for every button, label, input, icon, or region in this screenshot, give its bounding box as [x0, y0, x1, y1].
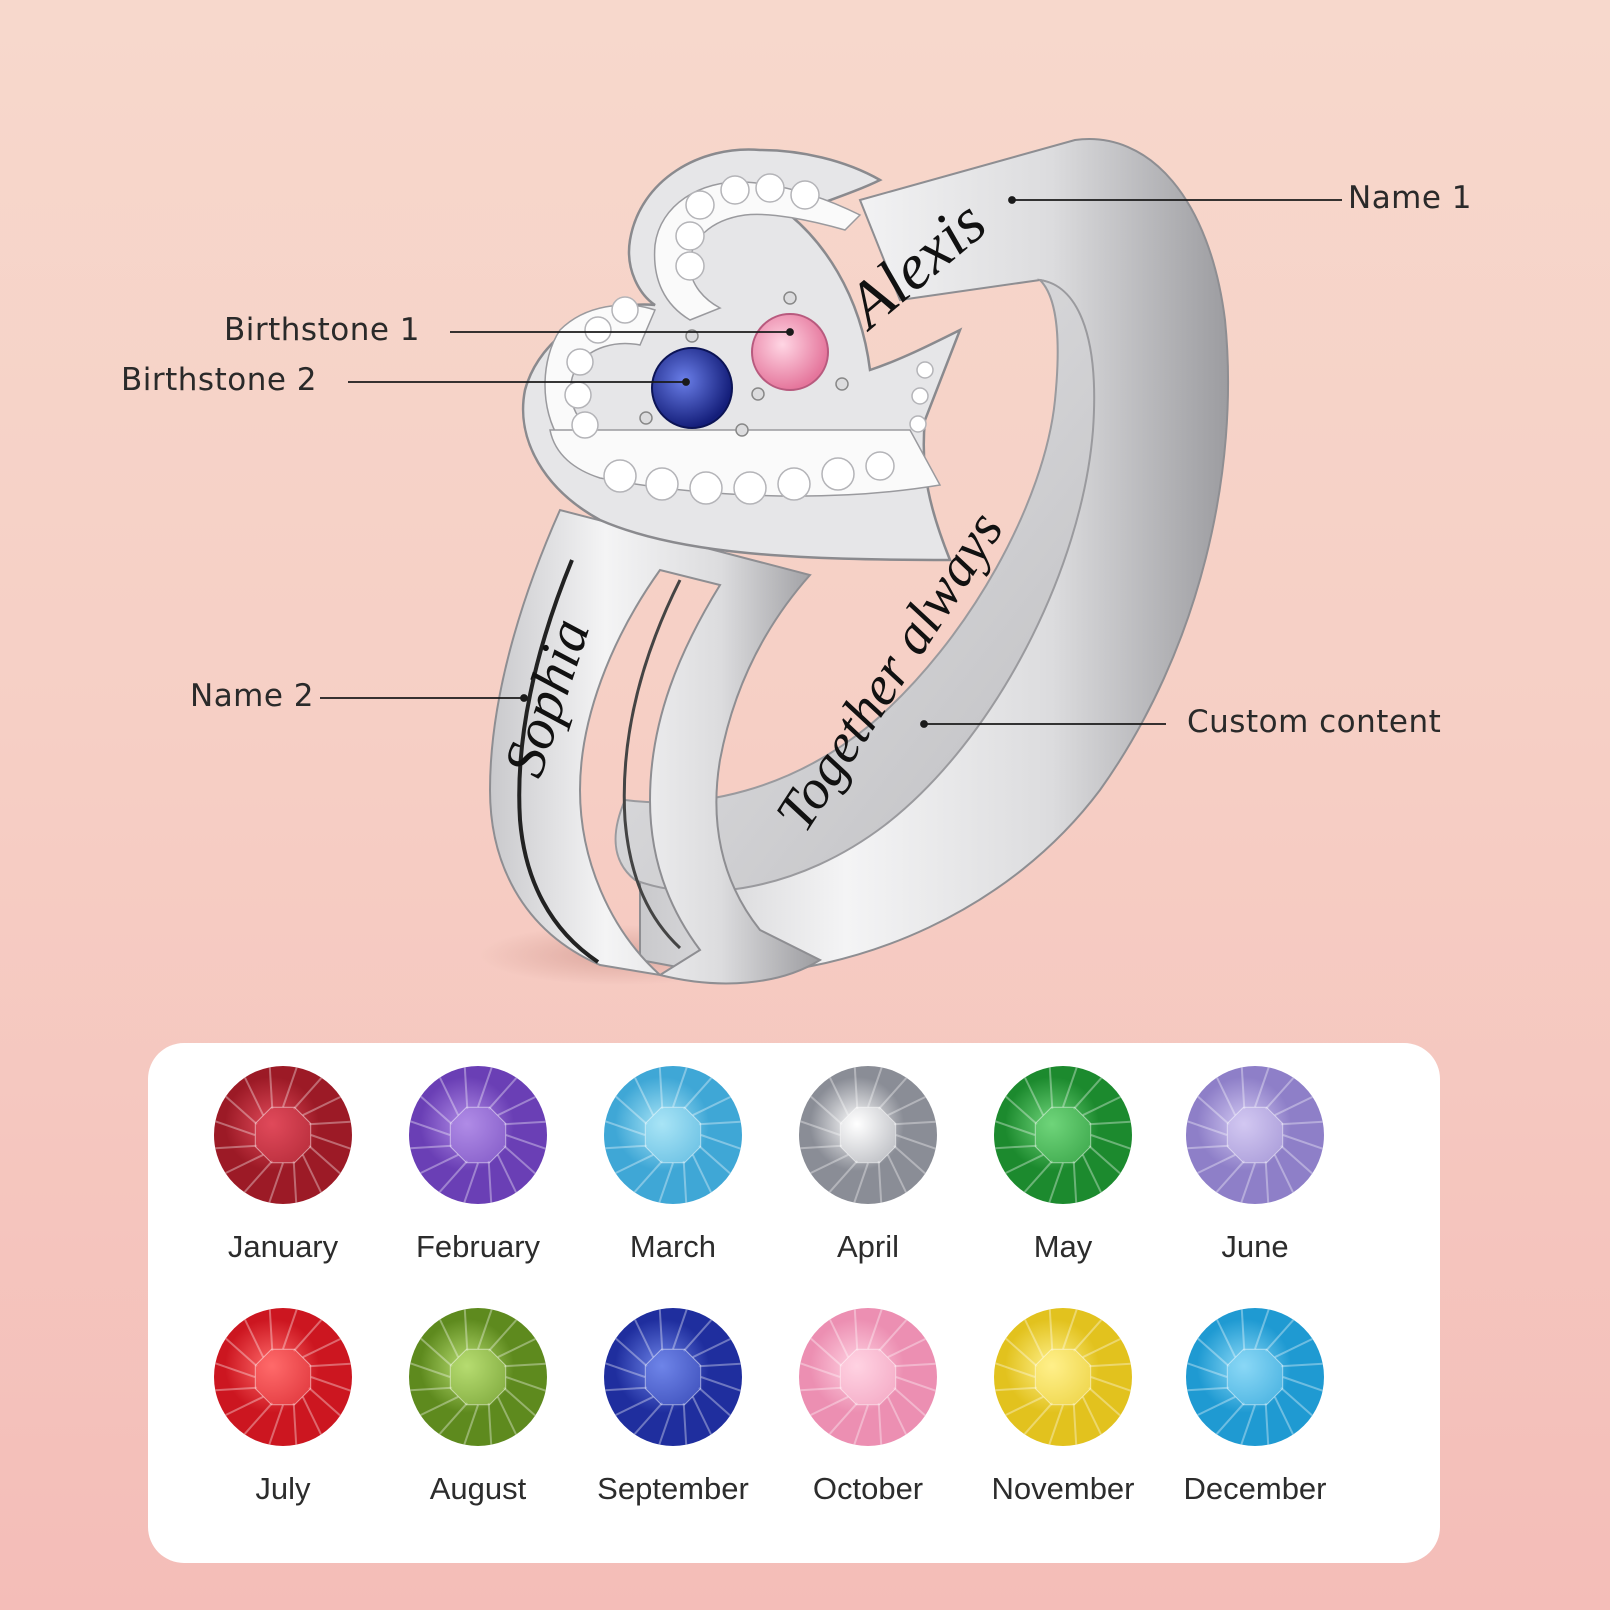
callout-custom: Custom content: [1187, 704, 1442, 740]
callout-name2: Name 2: [190, 678, 315, 714]
birthstone-option[interactable]: October: [773, 1305, 963, 1535]
birthstone-option[interactable]: August: [383, 1305, 573, 1535]
birthstone-option[interactable]: April: [773, 1063, 963, 1293]
birthstone-option[interactable]: January: [188, 1063, 378, 1293]
birthstone-month-label: November: [991, 1471, 1135, 1506]
birthstone-month-label: October: [812, 1471, 924, 1506]
birthstone-month-label: August: [429, 1471, 527, 1506]
gem-icon: [1186, 1066, 1324, 1204]
gem-icon: [994, 1066, 1132, 1204]
birthstone-option[interactable]: June: [1160, 1063, 1350, 1293]
callout-birthstone2: Birthstone 2: [121, 362, 317, 398]
birthstone-month-label: March: [629, 1229, 717, 1264]
gem-icon: [214, 1308, 352, 1446]
gem-icon: [799, 1308, 937, 1446]
birthstone-month-label: June: [1221, 1229, 1289, 1264]
birthstone-month-label: April: [836, 1229, 899, 1264]
birthstone-option[interactable]: May: [968, 1063, 1158, 1293]
birthstone-option[interactable]: March: [578, 1063, 768, 1293]
pave-diamonds: [564, 173, 934, 505]
ring-band-front: [488, 508, 823, 985]
birthstone-option[interactable]: July: [188, 1305, 378, 1535]
birthstone-month-label: September: [597, 1471, 749, 1506]
gem-icon: [799, 1066, 937, 1204]
gem-icon: [604, 1308, 742, 1446]
birthstone-option[interactable]: September: [578, 1305, 768, 1535]
gem-icon: [409, 1308, 547, 1446]
birthstone-month-label: May: [1033, 1229, 1093, 1264]
callout-lines: [320, 196, 1342, 728]
callout-name1: Name 1: [1348, 180, 1473, 216]
ring-illustration: Alexis Sophia Together always: [320, 138, 1342, 985]
birthstone-month-label: February: [415, 1229, 541, 1264]
callout-birthstone1: Birthstone 1: [224, 312, 420, 348]
gem-icon: [994, 1308, 1132, 1446]
birthstone-2-gem: [639, 329, 749, 437]
birthstone-option[interactable]: February: [383, 1063, 573, 1293]
birthstone-month-label: January: [227, 1229, 339, 1264]
gem-icon: [214, 1066, 352, 1204]
gem-icon: [1186, 1308, 1324, 1446]
birthstone-option[interactable]: November: [968, 1305, 1158, 1535]
birthstone-option[interactable]: December: [1160, 1305, 1350, 1535]
gem-icon: [604, 1066, 742, 1204]
birthstone-1-gem: [751, 291, 849, 401]
gem-icon: [409, 1066, 547, 1204]
birthstone-month-label: December: [1183, 1471, 1327, 1506]
birthstone-month-label: July: [255, 1471, 311, 1506]
